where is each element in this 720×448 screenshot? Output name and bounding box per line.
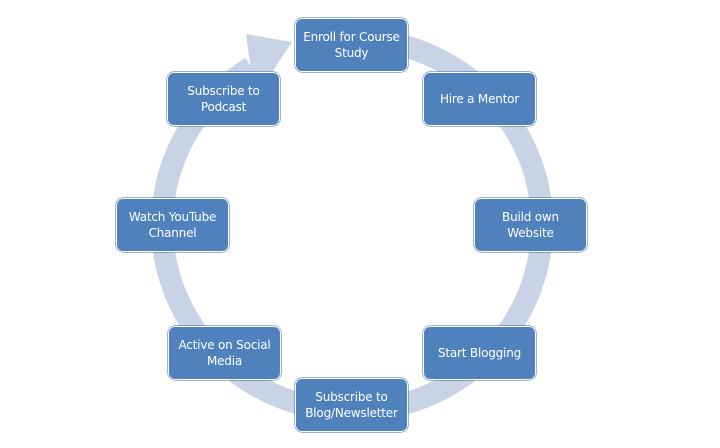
node-label: Subscribe to Blog/Newsletter (305, 390, 398, 420)
node-label: Active on Social Media (178, 338, 271, 368)
node-label: Build own Website (502, 210, 559, 240)
node-watch-youtube[interactable]: Watch YouTube Channel (116, 198, 229, 252)
node-hire-mentor[interactable]: Hire a Mentor (423, 72, 536, 126)
cycle-arrowhead (246, 34, 292, 74)
node-label: Hire a Mentor (439, 92, 520, 106)
node-label: Enroll for Course Study (303, 30, 400, 60)
node-subscribe-podcast[interactable]: Subscribe to Podcast (167, 72, 280, 126)
node-start-blogging[interactable]: Start Blogging (423, 326, 536, 380)
node-label: Watch YouTube Channel (128, 210, 217, 240)
node-build-website[interactable]: Build own Website (474, 198, 587, 252)
node-label: Start Blogging (437, 346, 522, 360)
node-subscribe-newsletter[interactable]: Subscribe to Blog/Newsletter (295, 378, 408, 432)
node-enroll-course-study[interactable]: Enroll for Course Study (295, 18, 408, 72)
node-active-social-media[interactable]: Active on Social Media (168, 326, 281, 380)
node-label: Subscribe to Podcast (187, 84, 260, 114)
